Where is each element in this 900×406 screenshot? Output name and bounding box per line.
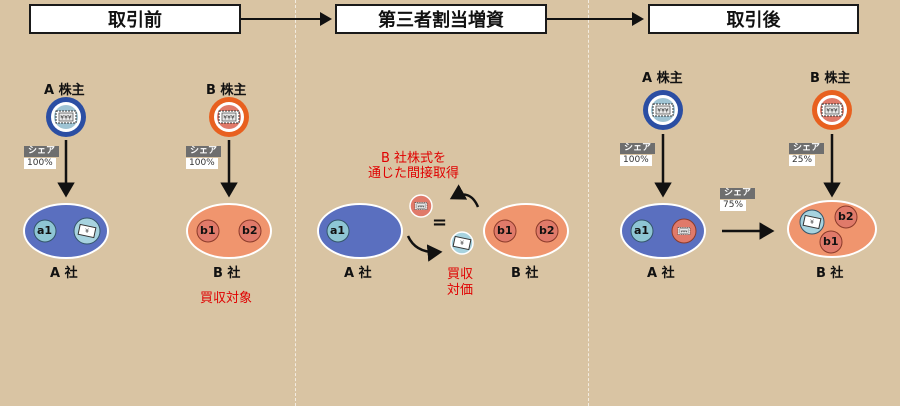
share-value: 25% — [789, 155, 816, 166]
acquire-arrow — [449, 184, 480, 208]
before-b-company-label: B 社 — [213, 266, 241, 281]
after-a-share-tag: シェア 100% — [620, 143, 656, 166]
header-middle: 第三者割当増資 — [335, 4, 547, 34]
acquisition-line1: B 社株式を — [381, 151, 447, 166]
consideration-line1: 買収 — [447, 267, 474, 282]
divider-right — [588, 0, 589, 406]
after-b-company-label: B 社 — [816, 266, 844, 281]
target-label: 買収対象 — [200, 291, 253, 306]
share-label: シェア — [620, 143, 656, 154]
before-a-shareholder-label: A 株主 — [44, 83, 85, 98]
a-shareholder-icon — [46, 97, 86, 137]
after-b-company — [787, 200, 877, 258]
middle-a1-label: a1 — [330, 224, 346, 237]
share-value: 100% — [186, 158, 218, 169]
after-b-share-tag: シェア 25% — [789, 143, 825, 166]
divider-left — [295, 0, 296, 406]
header-after: 取引後 — [648, 4, 859, 34]
equals-sign: = — [432, 212, 448, 233]
before-b-shareholder-label: B 株主 — [206, 83, 247, 98]
before-a-company — [23, 203, 109, 259]
pay-arrow — [406, 235, 443, 262]
share-label: シェア — [789, 143, 825, 154]
b-shareholder-icon — [209, 97, 249, 137]
middle-b1-label: b1 — [497, 224, 513, 237]
after-a-to-b-share-tag: シェア 75% — [720, 188, 756, 211]
consideration-icon — [450, 231, 474, 255]
b-share-icon — [409, 194, 433, 218]
after-a-shareholder-label: A 株主 — [642, 71, 683, 86]
consideration-line2: 対価 — [447, 283, 474, 298]
before-a-share-tag: シェア 100% — [24, 146, 60, 169]
before-a-company-label: A 社 — [50, 266, 78, 281]
after-a-company — [620, 203, 706, 259]
header-before: 取引前 — [29, 4, 241, 34]
before-b1-label: b1 — [200, 224, 216, 237]
share-label: シェア — [186, 146, 222, 157]
after-b2-label: b2 — [838, 210, 854, 223]
share-label: シェア — [24, 146, 60, 157]
acquisition-line2: 通じた間接取得 — [368, 166, 460, 181]
share-value: 75% — [720, 200, 747, 211]
middle-a-company — [317, 203, 403, 259]
after-a1-label: a1 — [634, 224, 650, 237]
before-b-company — [186, 203, 272, 259]
after-a-shareholder-icon — [643, 90, 683, 130]
before-a1-label: a1 — [37, 224, 53, 237]
share-value: 100% — [620, 155, 652, 166]
middle-b-company — [483, 203, 569, 259]
after-b-shareholder-icon — [812, 90, 852, 130]
before-b-share-tag: シェア 100% — [186, 146, 222, 169]
after-b-shareholder-label: B 株主 — [810, 71, 851, 86]
before-b2-label: b2 — [242, 224, 258, 237]
after-a-company-label: A 社 — [647, 266, 675, 281]
share-value: 100% — [24, 158, 56, 169]
middle-b-company-label: B 社 — [511, 266, 539, 281]
middle-a-company-label: A 社 — [344, 266, 372, 281]
after-b1-label: b1 — [823, 235, 839, 248]
middle-b2-label: b2 — [539, 224, 555, 237]
share-label: シェア — [720, 188, 756, 199]
